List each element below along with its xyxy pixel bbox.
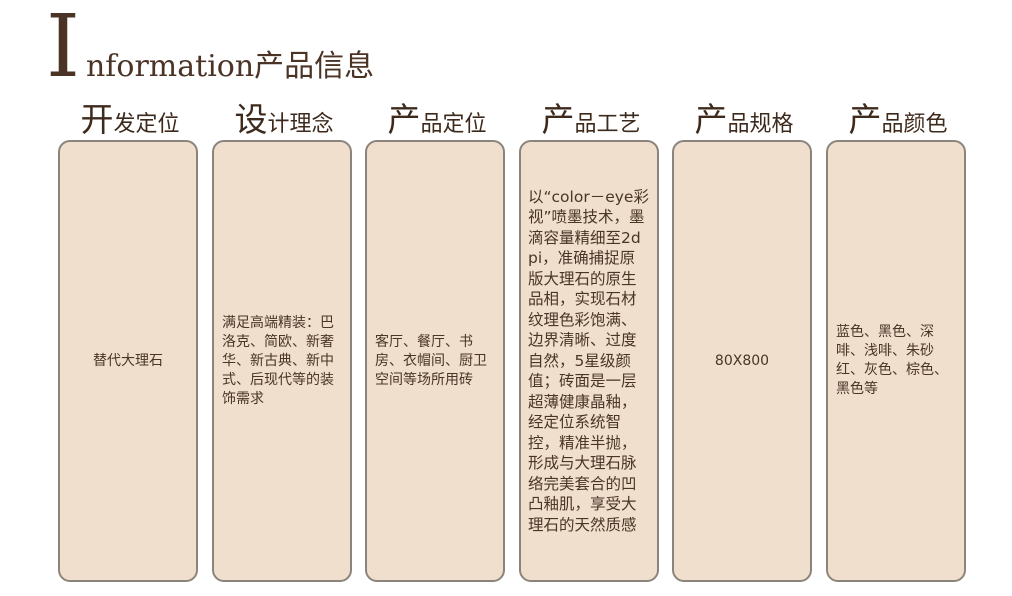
info-card: 蓝色、黑色、深啡、浅啡、朱砂红、灰色、棕色、黑色等 xyxy=(826,140,966,582)
column-heading: 产品定位 xyxy=(365,94,509,140)
card-text: 蓝色、黑色、深啡、浅啡、朱砂红、灰色、棕色、黑色等 xyxy=(836,324,948,397)
column-product-positioning: 产品定位 客厅、餐厅、书房、衣帽间、厨卫空间等场所用砖 xyxy=(365,94,509,582)
card-text: 以“color－eye彩视”喷墨技术，墨滴容量精细至2dpi，准确捕捉原版大理石… xyxy=(528,187,649,534)
column-heading: 设计理念 xyxy=(212,94,356,140)
heading-rest: 品定位 xyxy=(420,112,487,137)
heading-rest: 计理念 xyxy=(267,112,334,137)
heading-rest: 品规格 xyxy=(727,112,794,137)
card-text: 80X800 xyxy=(714,352,770,369)
column-product-process: 产品工艺 以“color－eye彩视”喷墨技术，墨滴容量精细至2dpi，准确捕捉… xyxy=(519,94,663,582)
heading-initial: 产 xyxy=(387,100,421,139)
heading-initial: 产 xyxy=(848,100,882,139)
card-text: 满足高端精装：巴洛克、简欧、新奢华、新古典、新中式、后现代等的装饰需求 xyxy=(222,314,334,407)
column-design-concept: 设计理念 满足高端精装：巴洛克、简欧、新奢华、新古典、新中式、后现代等的装饰需求 xyxy=(212,94,356,582)
column-heading: 产品工艺 xyxy=(519,94,663,140)
info-card: 客厅、餐厅、书房、衣帽间、厨卫空间等场所用砖 xyxy=(365,140,505,582)
info-card: 以“color－eye彩视”喷墨技术，墨滴容量精细至2dpi，准确捕捉原版大理石… xyxy=(519,140,659,582)
column-product-colors: 产品颜色 蓝色、黑色、深啡、浅啡、朱砂红、灰色、棕色、黑色等 xyxy=(826,94,970,582)
heading-initial: 开 xyxy=(80,100,114,139)
heading-rest: 发定位 xyxy=(113,112,180,137)
column-heading: 产品规格 xyxy=(672,94,816,140)
title-initial: I xyxy=(46,0,80,97)
column-heading: 产品颜色 xyxy=(826,94,970,140)
heading-initial: 产 xyxy=(694,100,728,139)
column-heading: 开发定位 xyxy=(58,94,202,140)
heading-initial: 产 xyxy=(541,100,575,139)
column-development-positioning: 开发定位 替代大理石 xyxy=(58,94,202,582)
title-text: nformation产品信息 xyxy=(85,49,375,84)
heading-initial: 设 xyxy=(234,100,268,139)
heading-rest: 品颜色 xyxy=(881,112,948,137)
card-text: 客厅、餐厅、书房、衣帽间、厨卫空间等场所用砖 xyxy=(375,333,487,388)
info-card: 替代大理石 xyxy=(58,140,198,582)
heading-rest: 品工艺 xyxy=(574,112,641,137)
info-card: 满足高端精装：巴洛克、简欧、新奢华、新古典、新中式、后现代等的装饰需求 xyxy=(212,140,352,582)
page-title: I nformation产品信息 xyxy=(46,0,375,97)
column-product-specification: 产品规格 80X800 xyxy=(672,94,816,582)
info-card: 80X800 xyxy=(672,140,812,582)
card-text: 替代大理石 xyxy=(93,352,163,369)
